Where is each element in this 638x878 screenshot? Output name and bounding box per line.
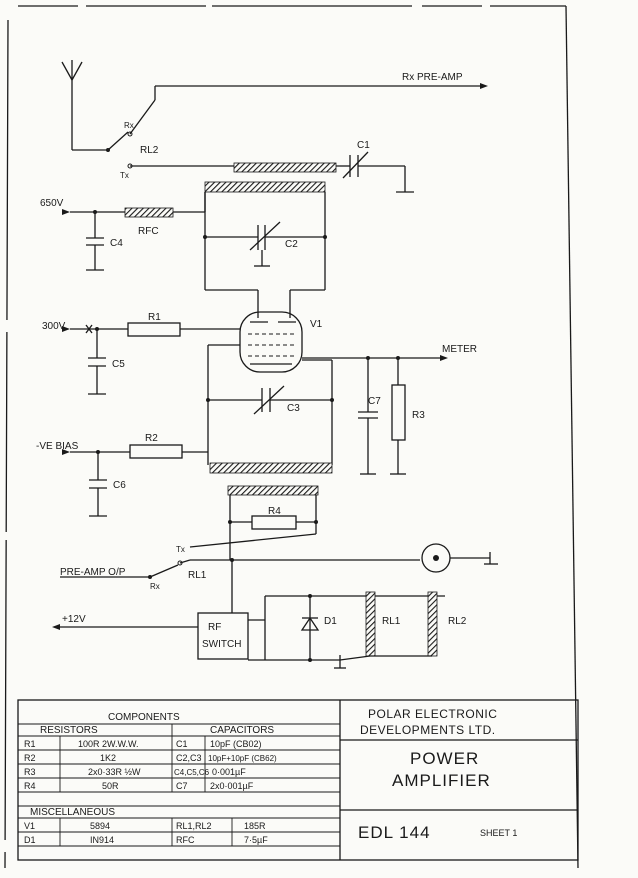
- resistor-ref-3: R3: [24, 767, 36, 777]
- resistor-ref-4: R4: [24, 781, 36, 791]
- capacitor-value-4: 2x0·001µF: [210, 781, 254, 791]
- company-name-line-2: DEVELOPMENTS LTD.: [360, 723, 496, 737]
- capacitors-heading: CAPACITORS: [210, 725, 274, 736]
- label-rf-switch-1: RF: [208, 622, 221, 633]
- rl1-contacts: [60, 558, 234, 613]
- hv-300-feed: [62, 322, 240, 395]
- capacitor-ref-1: C1: [176, 739, 188, 749]
- company-name-line-1: POLAR ELECTRONIC: [368, 707, 497, 721]
- drawing-title-line-1: POWER: [410, 749, 479, 768]
- title-block: [17, 699, 579, 861]
- capacitor-c3: [206, 344, 334, 465]
- label-v1: V1: [310, 319, 323, 330]
- misc-value2-2: 7·5µF: [244, 835, 268, 845]
- capacitor-value-3: 0·001µF: [212, 767, 246, 777]
- label-12v: +12V: [62, 614, 86, 625]
- sheet-number: SHEET 1: [480, 828, 517, 838]
- resistor-value-1: 100R 2W.W.W.: [78, 739, 139, 749]
- label-r3: R3: [412, 410, 425, 421]
- rf-switch-block: [52, 596, 340, 661]
- relay-coil-rl2: [427, 591, 438, 657]
- misc-ref-2: D1: [24, 835, 36, 845]
- label-d1: D1: [324, 616, 337, 627]
- resistor-ref-1: R1: [24, 739, 36, 749]
- label-rl2: RL2: [140, 145, 159, 156]
- relay-coil-rl1: [365, 591, 376, 657]
- label-c5: C5: [112, 359, 125, 370]
- label-rx-2: Rx: [150, 582, 160, 591]
- misc-ref-1: V1: [24, 821, 35, 831]
- label-rf-switch-2: SWITCH: [202, 639, 241, 650]
- hv-650-feed: [62, 192, 206, 271]
- label-c1: C1: [357, 140, 370, 151]
- label-rl1: RL1: [188, 570, 207, 581]
- label-tx-2: Tx: [176, 545, 185, 554]
- label-ve-bias: -VE BIAS: [36, 441, 79, 452]
- drawing-title-line-2: AMPLIFIER: [392, 771, 491, 790]
- label-r2: R2: [145, 433, 158, 444]
- label-c6: C6: [113, 480, 126, 491]
- label-rx-preamp: Rx PRE-AMP: [402, 72, 463, 83]
- label-c3: C3: [287, 403, 300, 414]
- resistor-value-4: 50R: [102, 781, 119, 791]
- drawing-border: [4, 5, 579, 869]
- label-tx: Tx: [120, 171, 129, 180]
- capacitor-ref-3: C4,C5,C6: [174, 768, 210, 777]
- components-heading: COMPONENTS: [108, 712, 180, 723]
- meter-circuit: [302, 355, 448, 475]
- misc-value-2: IN914: [90, 835, 114, 845]
- label-rl2-coil: RL2: [448, 616, 467, 627]
- capacitor-value-2: 10pF+10pF (CB62): [208, 754, 277, 763]
- misc-value-1: 5894: [90, 821, 110, 831]
- tank-coil-2: [204, 181, 326, 193]
- bias-feed: [62, 444, 208, 517]
- antenna-symbol: [61, 60, 108, 151]
- resistor-value-3: 2x0·33R ½W: [88, 767, 141, 777]
- drawing-number: EDL 144: [358, 823, 431, 842]
- label-300v: 300V: [42, 321, 66, 332]
- resistors-heading: RESISTORS: [40, 725, 98, 736]
- label-rfc: RFC: [138, 226, 159, 237]
- label-preamp-op: PRE-AMP O/P: [60, 567, 126, 578]
- capacitor-ref-2: C2,C3: [176, 753, 202, 763]
- capacitor-c1: [340, 151, 414, 193]
- label-650v: 650V: [40, 198, 64, 209]
- capacitor-ref-4: C7: [176, 781, 188, 791]
- resistor-r4: [189, 495, 318, 560]
- label-c4: C4: [110, 238, 123, 249]
- tank-coil-top: [233, 162, 337, 173]
- misc-ref2-1: RL1,RL2: [176, 821, 212, 831]
- miscellaneous-heading: MISCELLANEOUS: [30, 807, 115, 818]
- label-rl1-coil: RL1: [382, 616, 401, 627]
- label-meter: METER: [442, 344, 477, 355]
- label-r4: R4: [268, 506, 281, 517]
- label-r1: R1: [148, 312, 161, 323]
- rl2-contacts: [106, 83, 488, 169]
- resistor-value-2: 1K2: [100, 753, 116, 763]
- tube-v1: [239, 311, 303, 373]
- input-coil-2: [227, 485, 319, 496]
- label-c2: C2: [285, 239, 298, 250]
- input-coil-1: [209, 462, 333, 474]
- label-c7: C7: [368, 396, 381, 407]
- coax-connector: [190, 543, 498, 573]
- capacitor-value-1: 10pF (CB02): [210, 739, 262, 749]
- resistor-ref-2: R2: [24, 753, 36, 763]
- label-rx: Rx: [124, 121, 134, 130]
- diode-d1: [265, 594, 445, 669]
- misc-value2-1: 185R: [244, 821, 266, 831]
- misc-ref2-2: RFC: [176, 835, 195, 845]
- capacitor-c2: [203, 192, 327, 318]
